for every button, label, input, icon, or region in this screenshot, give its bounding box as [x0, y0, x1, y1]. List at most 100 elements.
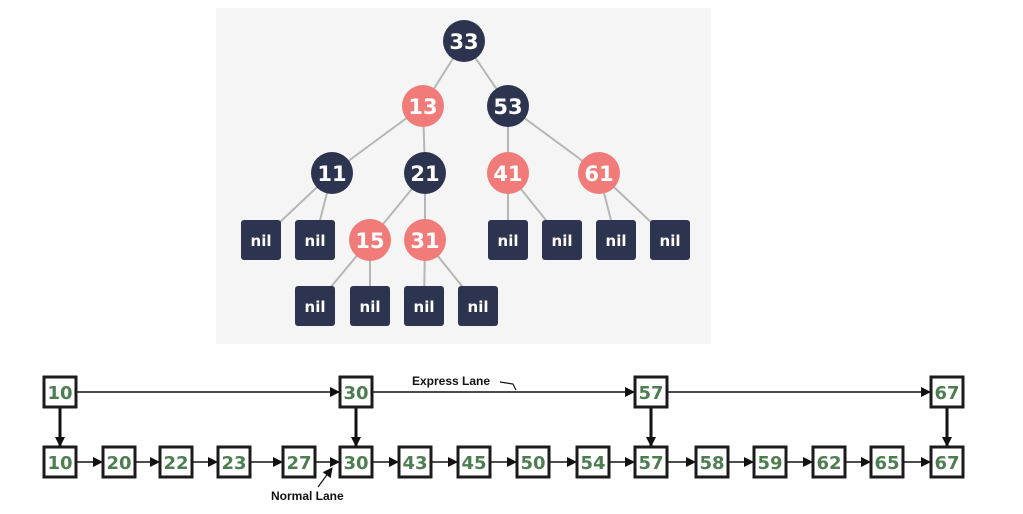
node-label: nil [606, 232, 627, 250]
normal-node-value: 30 [343, 453, 368, 474]
node-label: nil [414, 298, 435, 316]
node-label: nil [305, 232, 326, 250]
node-label: 53 [493, 95, 522, 119]
black-node: 11 [311, 152, 353, 194]
node-label: nil [468, 298, 489, 316]
node-label: nil [552, 232, 573, 250]
normal-node-box [752, 445, 788, 479]
normal-node-box [929, 445, 965, 479]
normal-node-value: 27 [286, 453, 311, 474]
normal-node-box [515, 445, 551, 479]
red-node: 61 [578, 152, 620, 194]
node-circle [349, 219, 391, 261]
node-label: nil [660, 232, 681, 250]
red-node: 31 [404, 219, 446, 261]
normal-node-box [281, 445, 317, 479]
red-node: 41 [487, 152, 529, 194]
node-circle [311, 152, 353, 194]
node-label: 15 [355, 229, 384, 253]
node-label: nil [498, 232, 519, 250]
normal-node-box [694, 445, 730, 479]
node-label: 21 [410, 162, 439, 186]
normal-lane-label: Normal Lane [271, 489, 344, 503]
nil-leaf: nil [542, 220, 582, 260]
nil-box [458, 286, 498, 326]
normal-node-box [338, 445, 374, 479]
node-circle [443, 20, 485, 62]
nil-leaf: nil [458, 286, 498, 326]
nil-leaf: nil [404, 286, 444, 326]
node-label: nil [305, 298, 326, 316]
drop-links [55, 408, 952, 447]
nil-box [404, 286, 444, 326]
node-circle [404, 219, 446, 261]
nil-box [650, 220, 690, 260]
normal-node-value: 22 [163, 453, 188, 474]
normal-node-value: 62 [816, 453, 841, 474]
express-node-box [929, 375, 965, 409]
express-lane: 10 30 57 67 [42, 375, 965, 409]
express-lane-label: Express Lane [412, 374, 490, 388]
express-node-box [633, 375, 669, 409]
normal-node-value: 45 [461, 453, 486, 474]
nil-leaf: nil [650, 220, 690, 260]
normal-node-box [456, 445, 492, 479]
normal-node-value: 10 [47, 453, 72, 474]
nil-box [350, 286, 390, 326]
node-label: nil [360, 298, 381, 316]
node-label: 11 [317, 162, 346, 186]
normal-node-value: 65 [874, 453, 899, 474]
node-label: 33 [449, 30, 478, 54]
nil-box [542, 220, 582, 260]
nil-leaf: nil [596, 220, 636, 260]
normal-node-box [42, 445, 78, 479]
express-node-value: 10 [47, 383, 72, 404]
express-node-value: 67 [934, 383, 959, 404]
nil-leaf: nil [350, 286, 390, 326]
red-node: 13 [402, 85, 444, 127]
red-node: 15 [349, 219, 391, 261]
normal-node-value: 59 [757, 453, 782, 474]
node-circle [487, 85, 529, 127]
normal-label-pointer [317, 467, 333, 488]
express-node-box [42, 375, 78, 409]
nil-leaf: nil [295, 286, 335, 326]
node-circle [578, 152, 620, 194]
express-node-value: 30 [343, 383, 368, 404]
express-node-box [338, 375, 374, 409]
nil-box [295, 220, 335, 260]
node-circle [487, 152, 529, 194]
normal-node-value: 43 [402, 453, 427, 474]
normal-node-value: 67 [934, 453, 959, 474]
normal-node-value: 58 [699, 453, 724, 474]
nil-box [596, 220, 636, 260]
normal-node-value: 50 [520, 453, 545, 474]
normal-node-box [633, 445, 669, 479]
normal-node-box [397, 445, 433, 479]
normal-node-box [575, 445, 611, 479]
node-label: 41 [493, 162, 522, 186]
node-label: 61 [584, 162, 613, 186]
normal-node-value: 54 [580, 453, 605, 474]
nil-leaf: nil [295, 220, 335, 260]
nil-leaf: nil [488, 220, 528, 260]
node-label: 31 [410, 229, 439, 253]
black-node: 33 [443, 20, 485, 62]
normal-node-box [101, 445, 137, 479]
normal-node-box [869, 445, 905, 479]
nil-box [295, 286, 335, 326]
node-label: nil [251, 232, 272, 250]
normal-node-value: 20 [106, 453, 131, 474]
normal-node-box [216, 445, 252, 479]
nil-box [488, 220, 528, 260]
black-node: 21 [404, 152, 446, 194]
normal-node-box [158, 445, 194, 479]
express-node-value: 57 [638, 383, 663, 404]
normal-node-value: 23 [221, 453, 246, 474]
node-circle [404, 152, 446, 194]
